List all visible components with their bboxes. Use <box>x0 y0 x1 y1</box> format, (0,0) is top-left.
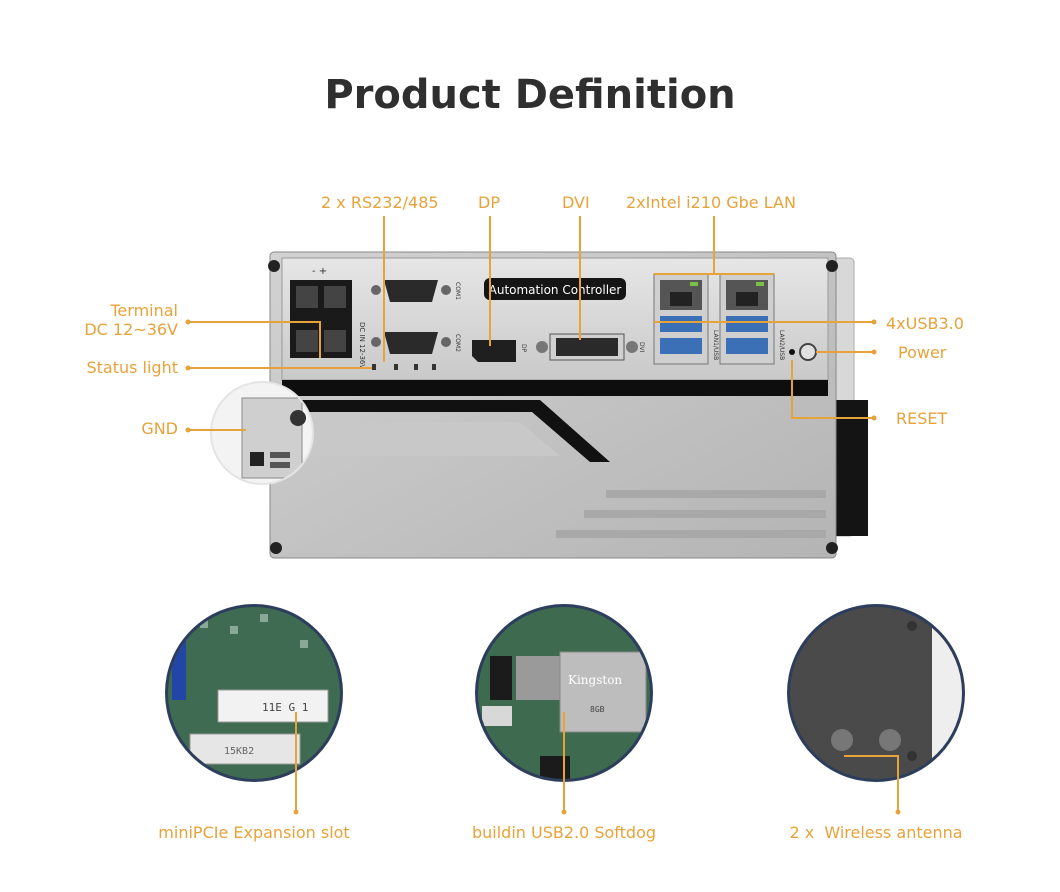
minipcie-detail-image: 11E G 1 15KB2 <box>165 604 343 782</box>
dvi-label: DVI <box>562 193 590 212</box>
dp-label: DP <box>478 193 500 212</box>
page-title: Product Definition <box>324 72 736 118</box>
power-label: Power <box>898 343 947 362</box>
detail-callout-lines <box>295 712 899 812</box>
com1-port: COM1 <box>371 280 461 302</box>
lan-usb-1-mark: LAN1/USB <box>712 330 719 360</box>
lan-label: 2xIntel i210 Gbe LAN <box>626 193 796 212</box>
terminal-rating-mark: DC IN 12-36V <box>358 322 366 369</box>
callout-lines <box>188 216 874 431</box>
gnd-zoom <box>210 381 314 485</box>
antenna-label: 2 x Wireless antenna <box>789 823 963 842</box>
usb-softdog-detail-image: Kingston 8GB <box>475 604 653 782</box>
dvi-mark: DVI <box>638 342 645 353</box>
terminal-label-line2: DC 12~36V <box>84 320 178 339</box>
reset-button <box>789 349 795 355</box>
lan-usb-stack-2: LAN2/USB <box>719 273 785 365</box>
dvi-port: DVI <box>536 333 645 361</box>
lan-usb-2-mark: LAN2/USB <box>778 330 785 360</box>
rs232-label: 2 x RS232/485 <box>321 193 439 212</box>
callout-dots <box>185 319 877 433</box>
antenna-detail-image <box>787 604 965 782</box>
displayport: DP <box>472 340 527 362</box>
terminal-label-line1: Terminal <box>110 301 178 320</box>
dc-terminal: - + DC IN 12-36V <box>290 266 366 369</box>
softdog-brand-text: Kingston <box>568 673 622 687</box>
softdog-size-text: 8GB <box>590 705 605 714</box>
slot-chip-text-2: 15KB2 <box>224 746 254 757</box>
minipcie-label: miniPCIe Expansion slot <box>158 823 350 842</box>
panel-label: Automation Controller <box>489 283 622 297</box>
power-button <box>799 343 817 361</box>
terminal-polarity-mark: - + <box>312 266 327 277</box>
dp-mark: DP <box>520 344 527 353</box>
com2-mark: COM2 <box>454 334 461 352</box>
status-light-label: Status light <box>86 358 178 377</box>
status-leds <box>372 364 436 370</box>
softdog-label: buildin USB2.0 Softdog <box>471 823 657 842</box>
reset-label: RESET <box>896 409 948 428</box>
com2-port: COM2 <box>371 332 461 354</box>
lan-usb-stack-1: LAN1/USB <box>653 273 719 365</box>
slot-chip-text-1: 11E G 1 <box>262 701 308 714</box>
industrial-pc-device: - + DC IN 12-36V COM1 COM2 Automation Co… <box>268 251 868 559</box>
com1-mark: COM1 <box>454 282 461 300</box>
detail-callout-dots <box>293 809 901 815</box>
usb-label: 4xUSB3.0 <box>886 314 964 333</box>
gnd-label: GND <box>141 419 178 438</box>
